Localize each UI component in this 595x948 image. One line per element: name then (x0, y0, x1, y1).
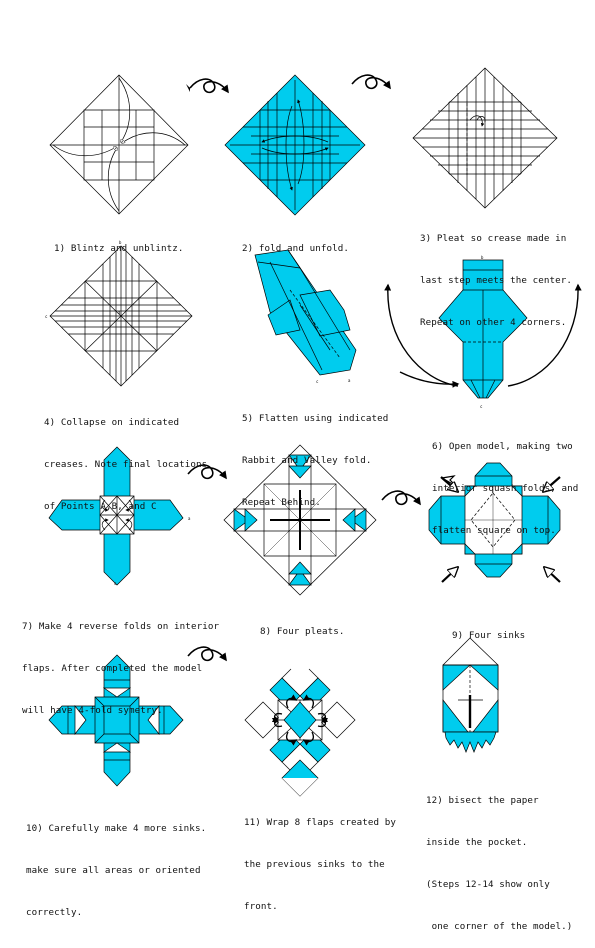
caption-line: 11) Wrap 8 flaps created by (244, 817, 397, 828)
caption-line: of Points A,B, and C (44, 501, 157, 512)
caption-line: 1) Blintz and unblintz. (54, 243, 184, 254)
caption-line: correctly. (26, 907, 83, 918)
step-5-caption: 5) Flatten using indicated Rabbit and Va… (242, 384, 388, 524)
caption-line: inside the pocket. (426, 837, 528, 848)
caption-line: (Steps 12-14 show only (426, 879, 550, 890)
caption-line: last step meets the center. (420, 275, 573, 286)
caption-line: 12) bisect the paper (426, 795, 539, 806)
step7-diagram (48, 446, 184, 586)
turn-over-icon (186, 78, 229, 94)
caption-line: creases. Note final locations (44, 459, 208, 470)
step-10-caption: 10) Carefully make 4 more sinks. make su… (26, 794, 206, 934)
caption-line: flaps. After completed the model (22, 663, 203, 674)
step-4-caption: 4) Collapse on indicated creases. Note f… (44, 388, 207, 528)
caption-line: Repeat Behind. (242, 497, 321, 508)
step3-diagram (412, 67, 558, 209)
step6-diagram (438, 259, 528, 399)
caption-line: 3) Pleat so crease made in (420, 233, 567, 244)
step2-diagram (224, 74, 366, 216)
step-12-caption: 12) bisect the paper inside the pocket. … (426, 766, 572, 948)
step-7-caption: 7) Make 4 reverse folds on interior flap… (22, 592, 219, 732)
open-arrow-icon (384, 283, 582, 388)
sink-arrow-icon (440, 475, 561, 583)
step5-diagram (254, 249, 357, 376)
turn-over-icon (187, 464, 227, 480)
step12-diagram (442, 637, 499, 753)
caption-line: 8) Four pleats. (260, 626, 345, 637)
step-3-caption: 3) Pleat so crease made in last step mee… (420, 204, 572, 344)
step4-diagram (49, 245, 193, 387)
step-11-caption: 11) Wrap 8 flaps created by the previous… (244, 788, 396, 928)
caption-line: flatten square on top. (432, 525, 556, 536)
point-label-c: c (45, 314, 48, 319)
step8-diagram (223, 444, 377, 596)
point-label-c: c (480, 404, 483, 409)
step-9-caption: 9) Four sinks (452, 601, 525, 657)
turn-over-icon (381, 490, 421, 506)
step10-diagram (48, 654, 184, 787)
caption-line: 5) Flatten using indicated (242, 413, 389, 424)
step9-diagram (428, 462, 561, 578)
turn-over-icon (351, 74, 391, 90)
caption-line: Rabbit and Valley fold. (242, 455, 372, 466)
point-label-a: a (188, 516, 191, 521)
point-label-a: a (118, 310, 121, 315)
caption-line: 2) fold and unfold. (242, 243, 349, 254)
origami-diagram: b c a c a b c (45, 67, 582, 797)
caption-line: 7) Make 4 reverse folds on interior (22, 621, 220, 632)
step-1-caption: 1) Blintz and unblintz. (54, 214, 184, 270)
caption-line: front. (244, 901, 278, 912)
caption-line: 6) Open model, making two (432, 441, 573, 452)
caption-line: make sure all areas or oriented (26, 865, 201, 876)
point-label-a: a (348, 378, 351, 383)
turn-over-icon (187, 646, 227, 662)
caption-line: the previous sinks to the (244, 859, 385, 870)
point-label-b: b (119, 240, 122, 245)
caption-line: one corner of the model.) (426, 921, 573, 932)
step-2-caption: 2) fold and unfold. (242, 214, 349, 270)
caption-line: interior squash folds, and (432, 483, 579, 494)
caption-line: will have 4-fold symetry. (22, 705, 163, 716)
caption-line: Repeat on other 4 corners. (420, 317, 567, 328)
caption-line: 4) Collapse on indicated (44, 417, 180, 428)
caption-line: 10) Carefully make 4 more sinks. (26, 823, 207, 834)
step-8-caption: 8) Four pleats. (260, 597, 344, 653)
step1-diagram (49, 74, 189, 215)
caption-line: 9) Four sinks (452, 630, 526, 641)
point-label-b: b (481, 255, 484, 260)
step11-diagram (244, 642, 356, 797)
valley-fold-arrow-icon (271, 694, 329, 746)
point-label-c: c (316, 379, 319, 384)
point-label-c: c (114, 581, 117, 586)
step-6-caption: 6) Open model, making two interior squas… (432, 412, 578, 552)
